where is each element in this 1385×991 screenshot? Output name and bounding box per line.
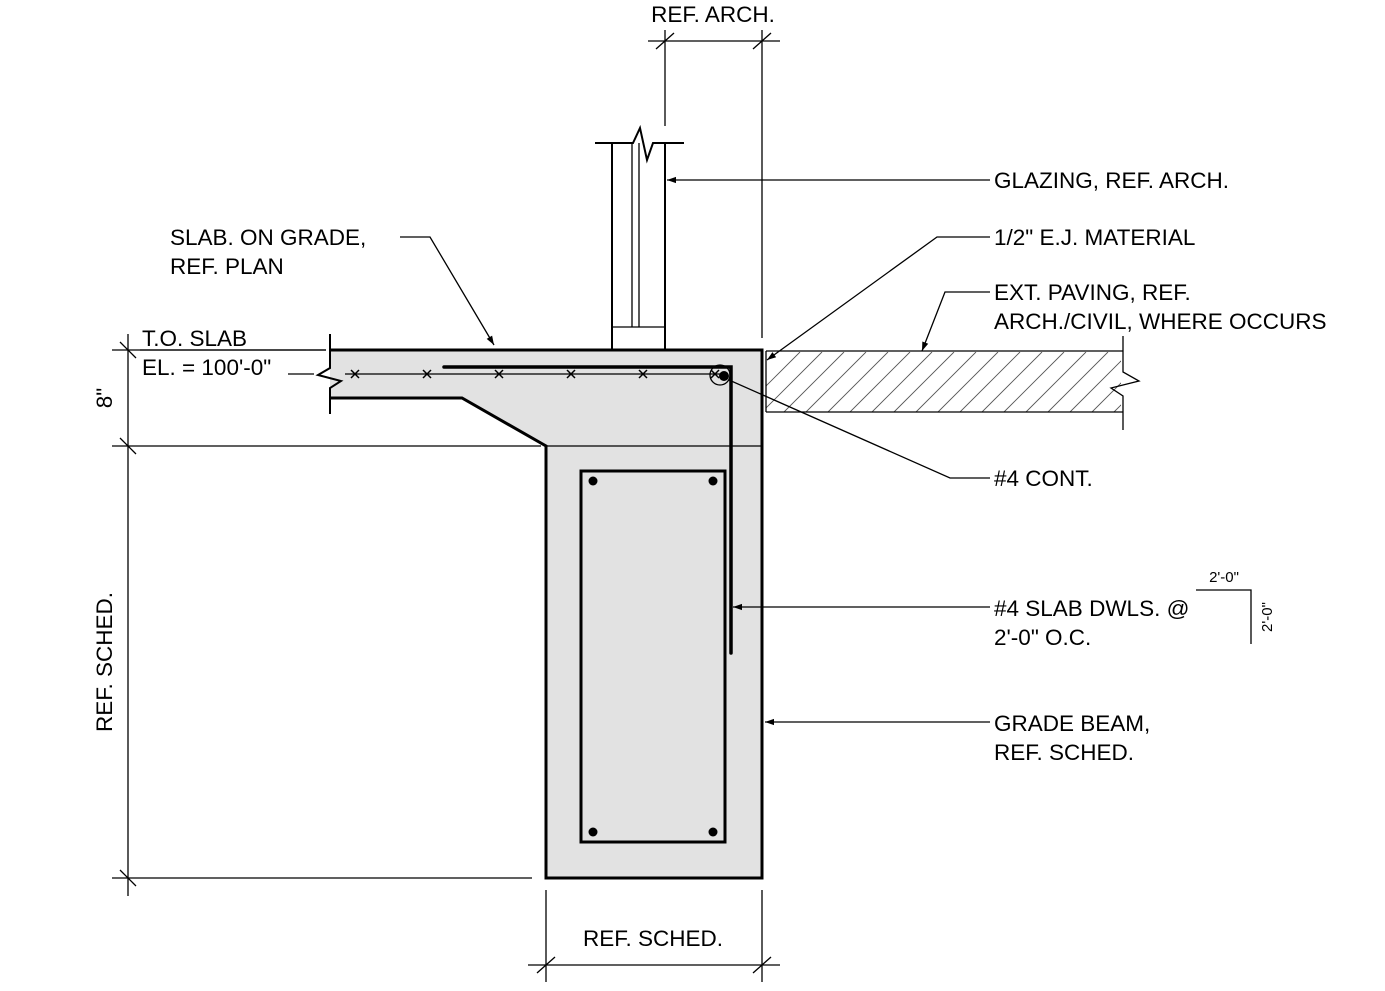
- rebar-dot-bottom-right: [708, 827, 718, 837]
- paving-hatch-line: [805, 352, 867, 412]
- glazing-mullion: [595, 124, 684, 350]
- ext-paving-leader: [921, 291, 990, 352]
- paving-hatch-line: [1047, 352, 1109, 412]
- grade-beam-stirrup: [579, 469, 727, 844]
- slab-thickness-dim-label: 8": [92, 388, 117, 409]
- paving-hatch-line: [871, 352, 933, 412]
- cont-bar-callout: #4 CONT.: [994, 466, 1093, 491]
- slab-mesh-marks: [350, 369, 720, 379]
- ej-material-leader: [766, 236, 990, 361]
- grade-beam-callout-line1: GRADE BEAM,: [994, 711, 1150, 736]
- paving-hatch-line: [783, 352, 845, 412]
- paving-hatch-line: [1136, 352, 1196, 412]
- slab-break-line: [315, 334, 344, 414]
- dowel-bend-diagram: [1196, 589, 1252, 644]
- ref-arch-dim-label: REF. ARCH.: [651, 2, 775, 27]
- rebar-dot-bottom-left: [588, 827, 598, 837]
- rebar-dot-top-right: [708, 476, 718, 486]
- ej-material-callout: 1/2" E.J. MATERIAL: [994, 225, 1195, 250]
- glazing-callout: GLAZING, REF. ARCH.: [994, 168, 1229, 193]
- elevation-label: EL. = 100'-0": [142, 355, 271, 380]
- dowel-leg-vertical-label: 2'-0": [1259, 602, 1276, 632]
- paving-hatch-line: [1069, 360, 1121, 412]
- paving-hatch-line: [766, 352, 823, 409]
- dowels-callout-line1: #4 SLAB DWLS. @: [994, 596, 1189, 621]
- paving-hatch-line: [937, 352, 999, 412]
- left-dimension: [112, 334, 541, 896]
- dowels-callout-line2: 2'-0" O.C.: [994, 625, 1091, 650]
- ext-paving-callout-line2: ARCH./CIVIL, WHERE OCCURS: [994, 309, 1327, 334]
- ref-arch-dimension: [648, 30, 780, 338]
- paving-hatch-line: [959, 352, 1021, 412]
- slab-on-grade-leader: [400, 236, 495, 346]
- paving-hatch-line: [849, 352, 911, 412]
- cont-bar-leader: [728, 379, 990, 479]
- beam-width-dim-label: REF. SCHED.: [583, 926, 723, 951]
- paving-hatch-line: [827, 352, 889, 412]
- paving-hatch-line: [1091, 382, 1121, 412]
- cont-bar: [719, 371, 729, 381]
- exterior-paving: [765, 336, 1218, 430]
- slab-dowel-bar: [442, 365, 733, 655]
- rebar-dot-top-left: [588, 476, 598, 486]
- grade-beam-callout-line2: REF. SCHED.: [994, 740, 1134, 765]
- concrete-outline: [330, 348, 764, 880]
- beam-width-dimension: [528, 890, 780, 982]
- cont-bar-callout-circle: [709, 364, 731, 386]
- beam-depth-dim-label: REF. SCHED.: [92, 592, 117, 732]
- paving-hatch-line: [1003, 352, 1065, 412]
- paving-hatch-line: [981, 352, 1043, 412]
- paving-hatch-line: [1158, 352, 1218, 412]
- ext-paving-callout-line1: EXT. PAVING, REF.: [994, 280, 1191, 305]
- dowel-leg-horizontal-label: 2'-0": [1209, 569, 1239, 586]
- paving-hatch-line: [915, 352, 977, 412]
- top-of-slab-label: T.O. SLAB: [142, 326, 247, 351]
- paving-hatch-line: [1025, 352, 1087, 412]
- paving-hatch-line: [766, 352, 801, 387]
- paving-hatch-line: [893, 352, 955, 412]
- slab-on-grade-callout-line2: REF. PLAN: [170, 254, 284, 279]
- slab-on-grade-callout-line1: SLAB. ON GRADE,: [170, 225, 366, 250]
